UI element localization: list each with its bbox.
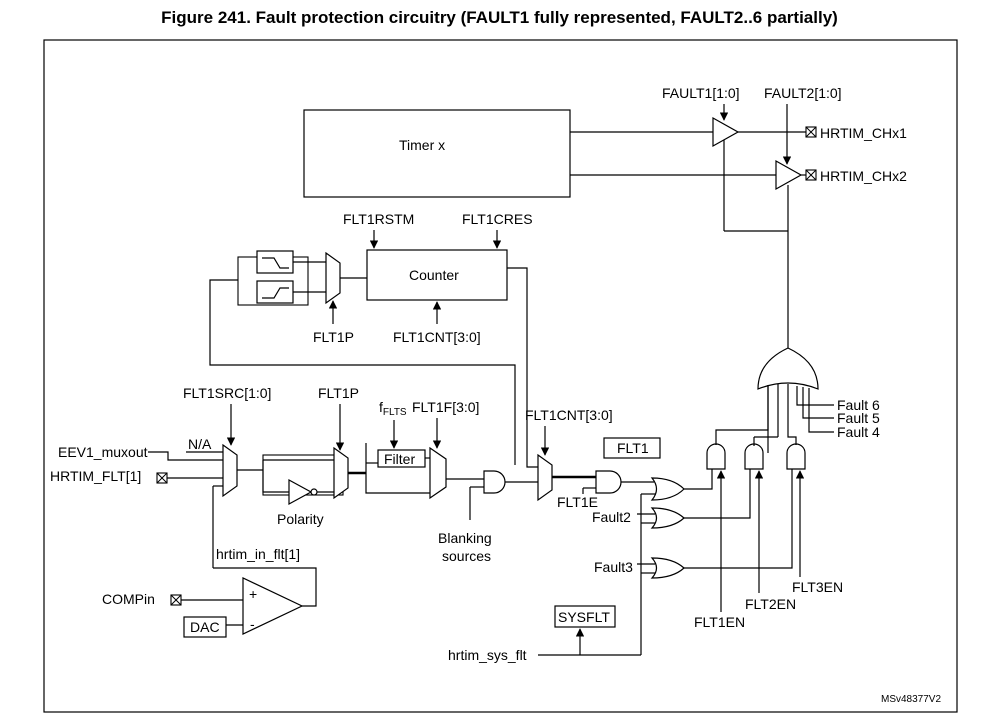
blanking-and-gate [483, 470, 506, 494]
hrtim-sys-flt-label: hrtim_sys_flt [448, 647, 527, 663]
falling-edge-detector [256, 250, 294, 274]
and-gate-flt3en [786, 443, 806, 470]
output-pin-ch1 [805, 126, 817, 138]
edge-select-mux [325, 251, 341, 305]
flt1src-label: FLT1SRC[1:0] [183, 385, 271, 401]
or-gate-fault2 [650, 507, 685, 529]
or-gate-flt1 [650, 477, 685, 501]
or-gate-fault3 [650, 557, 685, 579]
polarity-inverter [288, 478, 313, 506]
hrtim-in-flt-label: hrtim_in_flt[1] [216, 546, 300, 562]
fault5-label: Fault 5 [837, 410, 880, 426]
flt1-box [603, 437, 661, 459]
dac-block [183, 616, 227, 638]
comparator-minus: - [250, 616, 255, 632]
flt2en-label: FLT2EN [745, 596, 796, 612]
counter-block [366, 249, 508, 301]
hrtim-flt1-label: HRTIM_FLT[1] [50, 468, 141, 484]
and-gate-flt1en [706, 443, 726, 470]
na-label: N/A [188, 436, 212, 452]
fault1-select-label: FAULT1[1:0] [662, 85, 740, 101]
flt1p-label: FLT1P [318, 385, 359, 401]
fault2-label: Fault2 [592, 509, 631, 525]
filter-label: Filter [384, 451, 415, 467]
count-select-mux [537, 453, 553, 502]
output-pin-ch2 [805, 169, 817, 181]
fflts-label: fFLTS [379, 399, 407, 418]
flt1cnt-counter-label: FLT1CNT[3:0] [393, 329, 481, 345]
compin-pin [170, 594, 182, 606]
figure-title: Figure 241. Fault protection circuitry (… [161, 8, 838, 27]
flt3en-label: FLT3EN [792, 579, 843, 595]
polarity-mux [333, 446, 349, 500]
diagram-frame [43, 39, 958, 713]
flt1-box-label: FLT1 [617, 440, 649, 456]
flt1rstm-label: FLT1RSTM [343, 211, 414, 227]
sysflt-label: SYSFLT [558, 609, 610, 625]
flt1e-label: FLT1E [557, 494, 598, 510]
timer-label: Timer x [399, 137, 445, 153]
flt1f-label: FLT1F[3:0] [412, 399, 479, 415]
eev1-label: EEV1_muxout [58, 444, 148, 460]
fault4-label: Fault 4 [837, 424, 880, 440]
blanking-label-1: Blanking [438, 530, 492, 546]
main-or-gate [757, 347, 819, 390]
source-select-mux [222, 443, 238, 498]
fault3-label: Fault3 [594, 559, 633, 575]
output-buffer-1 [712, 116, 740, 148]
sysflt-box [554, 605, 616, 628]
filter-mux [429, 446, 447, 500]
blanking-label-2: sources [442, 548, 491, 564]
fault6-label: Fault 6 [837, 397, 880, 413]
and-gate-flt2en [744, 443, 764, 470]
comparator [242, 577, 304, 635]
flt1cres-label: FLT1CRES [462, 211, 533, 227]
counter-label: Counter [409, 267, 459, 283]
compin-label: COMPin [102, 591, 155, 607]
flt1e-and-gate [595, 470, 622, 494]
dac-label: DAC [190, 619, 220, 635]
output-buffer-2 [775, 159, 803, 191]
polarity-label: Polarity [277, 511, 324, 527]
rising-edge-detector [256, 280, 294, 304]
output-ch2-label: HRTIM_CHx2 [820, 168, 907, 184]
flt1p-edge-label: FLT1P [313, 329, 354, 345]
hrtim-flt1-pin [156, 472, 168, 484]
flt1cnt-label: FLT1CNT[3:0] [525, 407, 613, 423]
flt1en-label: FLT1EN [694, 614, 745, 630]
comparator-plus: + [249, 586, 257, 602]
output-ch1-label: HRTIM_CHx1 [820, 125, 907, 141]
fault2-select-label: FAULT2[1:0] [764, 85, 842, 101]
timer-block [303, 109, 571, 198]
figure-reference: MSv48377V2 [881, 694, 941, 705]
